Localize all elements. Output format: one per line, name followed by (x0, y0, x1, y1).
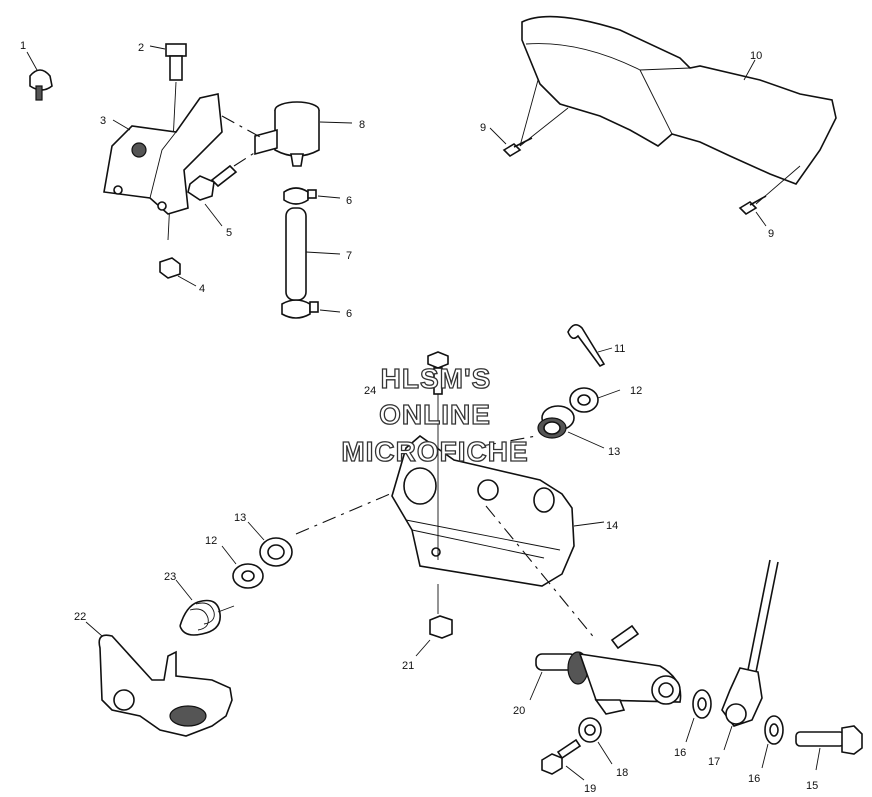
callout-9a: 9 (480, 122, 486, 134)
part-13-bushing-upper (537, 405, 605, 449)
part-2-bolt (149, 43, 187, 241)
part-1-clamp (26, 51, 53, 101)
callout-13b: 13 (234, 512, 246, 524)
part-11-cotter-pin (567, 324, 613, 368)
callout-15: 15 (806, 780, 818, 792)
part-16-washer-left (685, 689, 712, 743)
part-6-hose-clamp-lower (281, 299, 341, 319)
part-5-bolt (187, 147, 263, 227)
svg-text:ONLINE: ONLINE (379, 399, 491, 430)
callout-24: 24 (364, 385, 376, 397)
part-9-screw-left (489, 79, 569, 158)
part-16-washer-right (761, 715, 784, 769)
part-22-brake-pedal (85, 621, 233, 737)
watermark: HLSM'S ONLINE MICROFICHE (341, 362, 529, 467)
part-17-clevis (721, 559, 779, 751)
callout-16a: 16 (674, 747, 686, 759)
part-12-washer-upper (569, 387, 621, 413)
callout-5: 5 (226, 227, 232, 239)
callout-2: 2 (138, 42, 144, 54)
part-10-cover (521, 15, 837, 185)
part-24-bolt (427, 351, 449, 560)
svg-text:HLSM'S: HLSM'S (381, 363, 492, 394)
part-21-nut (415, 584, 453, 657)
callout-6a: 6 (346, 195, 352, 207)
callout-12b: 12 (205, 535, 217, 547)
callout-4: 4 (199, 283, 205, 295)
part-13-bushing-lower (247, 487, 405, 567)
callout-21: 21 (402, 660, 414, 672)
callout-labels: 1 2 3 4 5 6 7 6 8 9 10 9 11 12 13 24 14 … (20, 40, 818, 795)
part-8-reservoir (221, 101, 353, 167)
part-23-spring (175, 579, 235, 636)
svg-text:MICROFICHE: MICROFICHE (341, 436, 528, 467)
callout-16b: 16 (748, 773, 760, 785)
callout-10: 10 (750, 50, 762, 62)
callout-18: 18 (616, 767, 628, 779)
part-4-nut (159, 257, 197, 287)
part-12-washer-lower (221, 545, 264, 589)
callout-12a: 12 (630, 385, 642, 397)
part-14-pedal-bracket (391, 434, 605, 641)
part-18-washer (578, 717, 613, 765)
callout-9b: 9 (768, 228, 774, 240)
part-7-hose (285, 207, 341, 301)
part-6-hose-clamp-upper (283, 187, 341, 205)
part-19-bolt (541, 738, 585, 781)
callout-1: 1 (20, 40, 26, 52)
callout-11: 11 (614, 343, 625, 355)
callout-19: 19 (584, 783, 596, 795)
callout-6b: 6 (346, 308, 352, 320)
callout-23: 23 (164, 571, 176, 583)
callout-3: 3 (100, 115, 106, 127)
part-3-bracket (103, 93, 223, 215)
part-20-master-cylinder (529, 624, 682, 715)
part-9-screw-right (738, 165, 801, 227)
callout-7: 7 (346, 250, 352, 262)
callout-13a: 13 (608, 446, 620, 458)
callout-8: 8 (359, 119, 365, 131)
part-15-bolt (795, 725, 863, 771)
callout-20: 20 (513, 705, 525, 717)
callout-17: 17 (708, 756, 720, 768)
callout-22: 22 (74, 611, 86, 623)
callout-14: 14 (606, 520, 618, 532)
